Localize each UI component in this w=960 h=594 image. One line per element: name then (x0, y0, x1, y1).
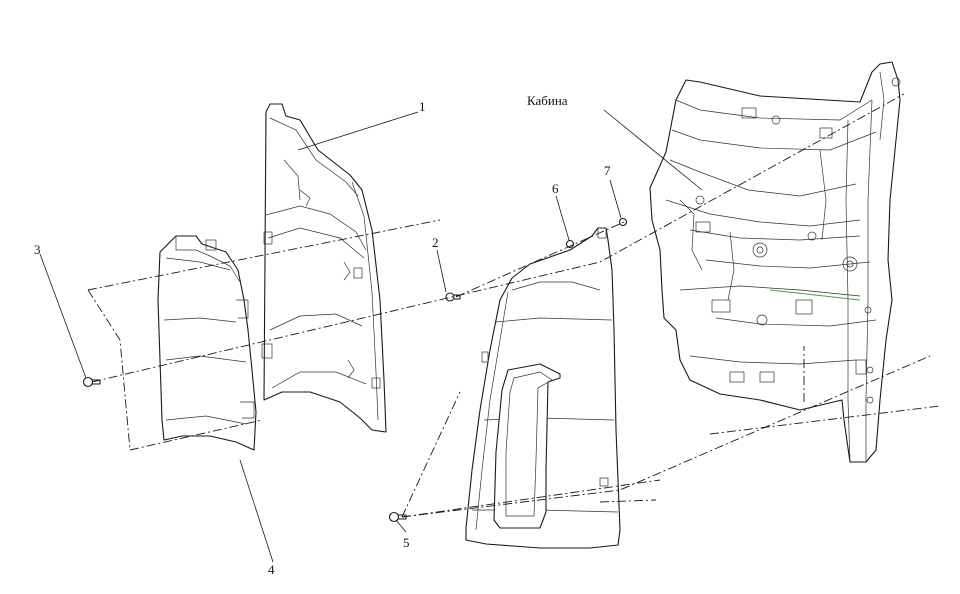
part-1-outer-panel (261, 103, 387, 433)
part-4-inner-liner (157, 235, 257, 451)
callout-2: 2 (432, 235, 439, 250)
leader-lines (39, 109, 703, 563)
fastener-2 (445, 292, 461, 302)
fastener-5 (388, 511, 407, 523)
assembly-axis-lines (87, 93, 941, 518)
callout-5: 5 (403, 535, 410, 550)
callout-7: 7 (604, 163, 611, 178)
callout-4: 4 (268, 562, 275, 577)
callout-cabin: Кабина (527, 93, 568, 108)
cab-frame (649, 61, 901, 463)
callout-6: 6 (552, 181, 559, 196)
fastener-3 (82, 376, 101, 388)
callout-1: 1 (419, 99, 426, 114)
corner-deflector-panel (465, 227, 621, 549)
callout-3: 3 (34, 242, 41, 257)
